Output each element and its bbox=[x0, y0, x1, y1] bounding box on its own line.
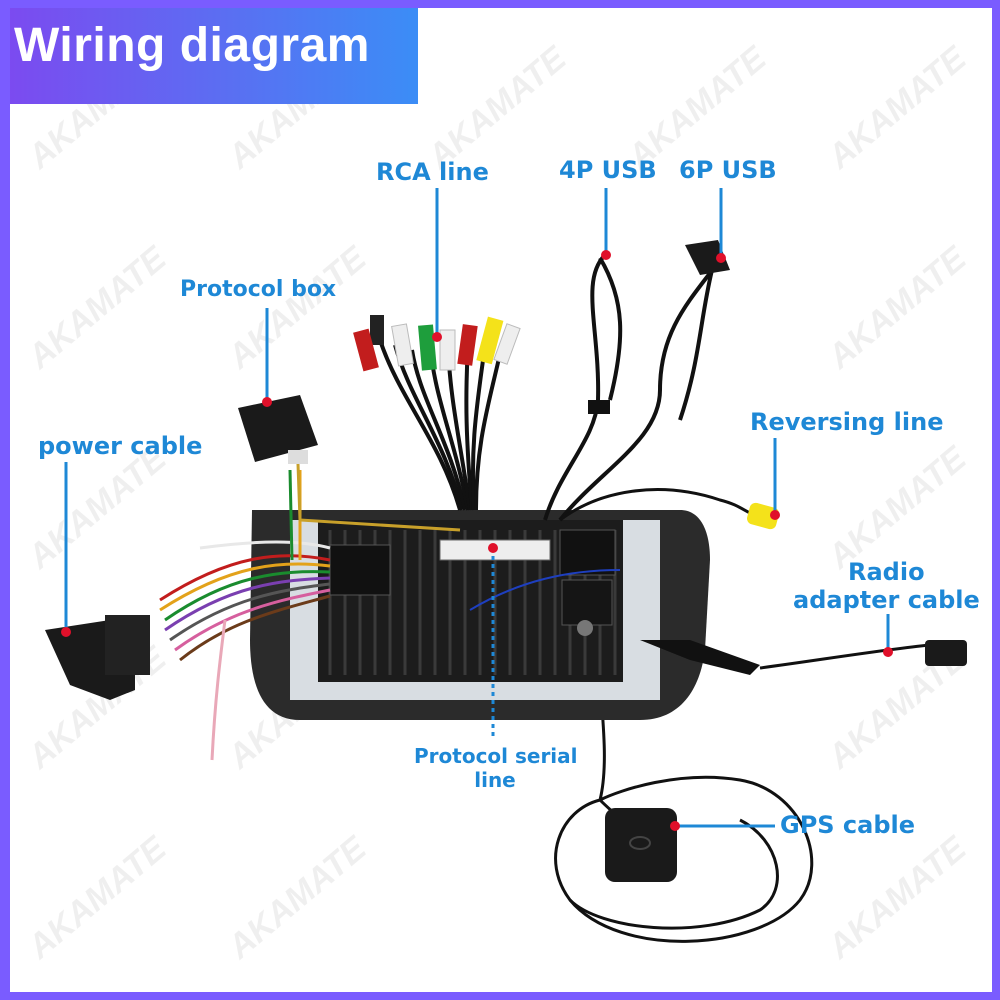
reversing-cable bbox=[559, 488, 756, 522]
label-adapter-cable: adapter cable bbox=[793, 586, 980, 614]
protocol-box bbox=[238, 395, 461, 532]
watermark: AKAMATE bbox=[820, 439, 974, 577]
usb-cables bbox=[543, 253, 722, 522]
label-protocol-serial-line: line bbox=[474, 768, 516, 792]
label-6p-usb: 6P USB bbox=[679, 156, 777, 184]
label-reversing-line: Reversing line bbox=[750, 408, 944, 436]
usb-4p-connector bbox=[588, 400, 610, 414]
watermark: AKAMATE bbox=[20, 239, 174, 377]
usb-6p-connector bbox=[685, 240, 730, 275]
watermark: AKAMATE bbox=[420, 39, 574, 177]
gps-antenna-icon bbox=[605, 808, 677, 882]
header-banner: Wiring diagram bbox=[0, 0, 418, 104]
watermark: AKAMATE bbox=[20, 829, 174, 967]
label-power-cable: power cable bbox=[38, 432, 203, 460]
head-unit bbox=[250, 510, 710, 720]
blue-wire bbox=[469, 569, 621, 611]
page-title: Wiring diagram bbox=[14, 19, 370, 72]
label-4p-usb: 4P USB bbox=[559, 156, 657, 184]
leader-lines bbox=[64, 188, 890, 828]
reversing-rca-plug bbox=[747, 502, 779, 530]
label-rca-line: RCA line bbox=[376, 158, 489, 186]
watermark: AKAMATE bbox=[220, 239, 374, 377]
label-radio: Radio bbox=[848, 558, 925, 586]
power-connector-plug bbox=[105, 615, 150, 675]
watermark: AKAMATE bbox=[820, 39, 974, 177]
radio-adapter-cable bbox=[640, 640, 967, 675]
label-protocol-box: Protocol box bbox=[180, 277, 337, 302]
label-protocol-serial: Protocol serial bbox=[414, 744, 578, 768]
label-gps-cable: GPS cable bbox=[780, 811, 916, 839]
marker-dots bbox=[61, 250, 893, 831]
watermark: AKAMATE bbox=[820, 829, 974, 967]
watermark: AKAMATE bbox=[220, 829, 374, 967]
watermark: AKAMATE bbox=[820, 239, 974, 377]
power-harness bbox=[159, 469, 331, 761]
